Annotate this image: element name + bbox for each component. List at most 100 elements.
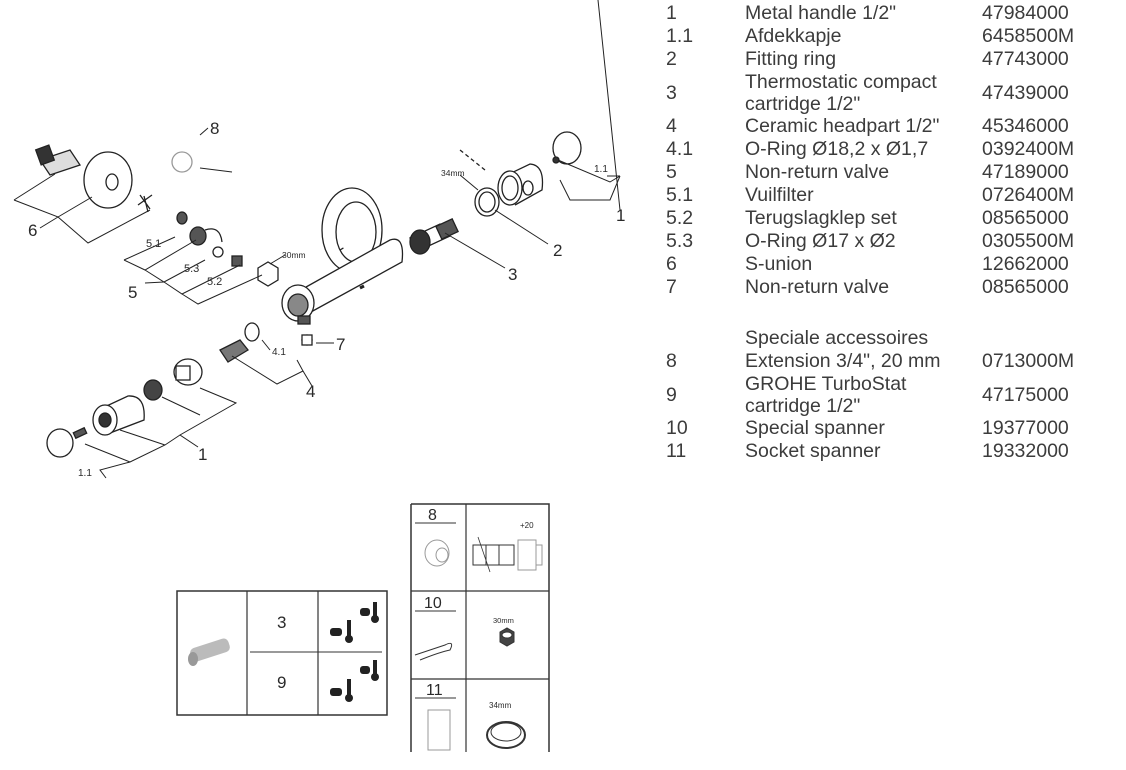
part-description: Fitting ring xyxy=(745,48,837,70)
mixer-body xyxy=(281,187,404,325)
part-description: Non-return valve xyxy=(745,276,890,298)
left-handle-assembly xyxy=(46,322,313,458)
part-number: 8 xyxy=(666,350,677,372)
callout-30mm: 30mm xyxy=(282,250,306,260)
accessory-row: 9 GROHE TurboStat cartridge 1/2" 47175000 xyxy=(666,373,1126,417)
part-code: 45346000 xyxy=(982,115,1069,137)
part-row: 3 Thermostatic compact cartridge 1/2" 4743… xyxy=(666,71,1126,115)
part-code: 47175000 xyxy=(982,384,1069,406)
part-code: 47743000 xyxy=(982,48,1069,70)
accessory-label-8: 8 xyxy=(428,507,437,524)
accessory-icons xyxy=(414,536,543,751)
part-row: 7 Non-return valve 08565000 xyxy=(666,276,1126,299)
accessories-heading: Speciale accessoires xyxy=(745,327,929,349)
accessory-label-10: 10 xyxy=(424,595,442,612)
callout-1-1-left: 1.1 xyxy=(78,468,92,479)
spanner-size-30mm: 30mm xyxy=(493,616,514,625)
callout-5: 5 xyxy=(128,283,137,302)
part-code: 0726400M xyxy=(982,184,1075,206)
extension-dimension: +20 xyxy=(520,521,534,530)
callout-5-2: 5.2 xyxy=(207,276,222,288)
cartridge-table: 3 9 xyxy=(176,590,388,716)
part-row: 5.1 Vuilfilter 0726400M xyxy=(666,184,1126,207)
callout-6: 6 xyxy=(28,221,37,240)
part-description: Ceramic headpart 1/2" xyxy=(745,115,940,137)
part-code: 6458500M xyxy=(982,25,1075,47)
part-number: 4.1 xyxy=(666,138,694,160)
s-union-assembly xyxy=(34,144,279,287)
accessory-row: 8 Extension 3/4", 20 mm 0713000M xyxy=(666,350,1126,373)
part-code: 0713000M xyxy=(982,350,1075,372)
part-number: 1 xyxy=(666,2,677,24)
part-row: 2 Fitting ring 47743000 xyxy=(666,48,1126,71)
part-description: S-union xyxy=(745,253,813,275)
callout-5-1: 5.1 xyxy=(146,238,161,250)
part-number: 5.3 xyxy=(666,230,694,252)
part-row: 5 Non-return valve 47189000 xyxy=(666,161,1126,184)
part-description: Non-return valve xyxy=(745,161,890,183)
part-number: 3 xyxy=(666,82,677,104)
callout-8: 8 xyxy=(210,119,219,138)
callout-1-1-right: 1.1 xyxy=(594,164,608,175)
part-row: 5.3 O-Ring Ø17 x Ø2 0305500M xyxy=(666,230,1126,253)
part-number: 9 xyxy=(666,384,677,406)
callout-1-left: 1 xyxy=(198,445,207,464)
part-number: 5.2 xyxy=(666,207,694,229)
exploded-drawing: 8 6 5.1 5.3 5.2 5 30mm 34mm 1.1 1 2 3 4.… xyxy=(13,0,625,752)
part-number: 4 xyxy=(666,115,677,137)
accessories-heading-row: Speciale accessoires xyxy=(666,327,1126,350)
callout-3: 3 xyxy=(508,265,517,284)
part-description: O-Ring Ø17 x Ø2 xyxy=(745,230,896,252)
accessory-row: 10 Special spanner 19377000 xyxy=(666,417,1126,440)
part-row: 6 S-union 12662000 xyxy=(666,253,1126,276)
part-row: 4 Ceramic headpart 1/2" 45346000 xyxy=(666,115,1126,138)
exploded-view-diagram: 8 6 5.1 5.3 5.2 5 30mm 34mm 1.1 1 2 3 4.… xyxy=(13,0,625,752)
part-description: Vuilfilter xyxy=(745,184,814,206)
leader-lines xyxy=(13,0,621,479)
part-code: 08565000 xyxy=(982,207,1069,229)
part-description: O-Ring Ø18,2 x Ø1,7 xyxy=(745,138,929,160)
callout-34mm: 34mm xyxy=(441,168,465,178)
part-row: 5.2 Terugslagklep set 08565000 xyxy=(666,207,1126,230)
part-code: 19377000 xyxy=(982,417,1069,439)
part-code: 12662000 xyxy=(982,253,1069,275)
thermometer-icon xyxy=(330,602,379,702)
cartridge-row-3: 3 xyxy=(277,613,286,632)
part-row: 4.1 O-Ring Ø18,2 x Ø1,7 0392400M xyxy=(666,138,1126,161)
part-code: 0305500M xyxy=(982,230,1075,252)
part-code: 47439000 xyxy=(982,82,1069,104)
accessory-row: 11 Socket spanner 19332000 xyxy=(666,440,1126,463)
part-code: 19332000 xyxy=(982,440,1069,462)
part-description: Metal handle 1/2" xyxy=(745,2,897,24)
part-description: Thermostatic compact cartridge 1/2" xyxy=(745,71,937,115)
part-number: 6 xyxy=(666,253,677,275)
part-description: Terugslagklep set xyxy=(745,207,897,229)
part-code: 47984000 xyxy=(982,2,1069,24)
cartridge-icon xyxy=(188,638,230,666)
part-description: Socket spanner xyxy=(745,440,881,462)
part-description: Extension 3/4", 20 mm xyxy=(745,350,941,372)
part-number: 7 xyxy=(666,276,677,298)
accessory-label-11: 11 xyxy=(426,682,443,699)
callout-4: 4 xyxy=(306,382,315,401)
part-row: 1 Metal handle 1/2" 47984000 xyxy=(666,2,1126,25)
callout-2: 2 xyxy=(553,241,562,260)
part-description: GROHE TurboStat cartridge 1/2" xyxy=(745,373,907,417)
part-number: 5.1 xyxy=(666,184,694,206)
part-number: 5 xyxy=(666,161,677,183)
accessory-table: 8 10 11 +20 30mm 34mm xyxy=(410,503,550,752)
callout-5-3: 5.3 xyxy=(184,263,199,275)
callout-7: 7 xyxy=(336,335,345,354)
spanner-size-34mm: 34mm xyxy=(489,701,512,710)
part-code: 08565000 xyxy=(982,276,1069,298)
part-number: 11 xyxy=(666,440,687,462)
part-description: Special spanner xyxy=(745,417,885,439)
part-code: 0392400M xyxy=(982,138,1075,160)
part-number: 1.1 xyxy=(666,25,694,47)
callout-1-right: 1 xyxy=(616,206,625,225)
part-code: 47189000 xyxy=(982,161,1069,183)
part-number: 10 xyxy=(666,417,688,439)
part-number: 2 xyxy=(666,48,677,70)
